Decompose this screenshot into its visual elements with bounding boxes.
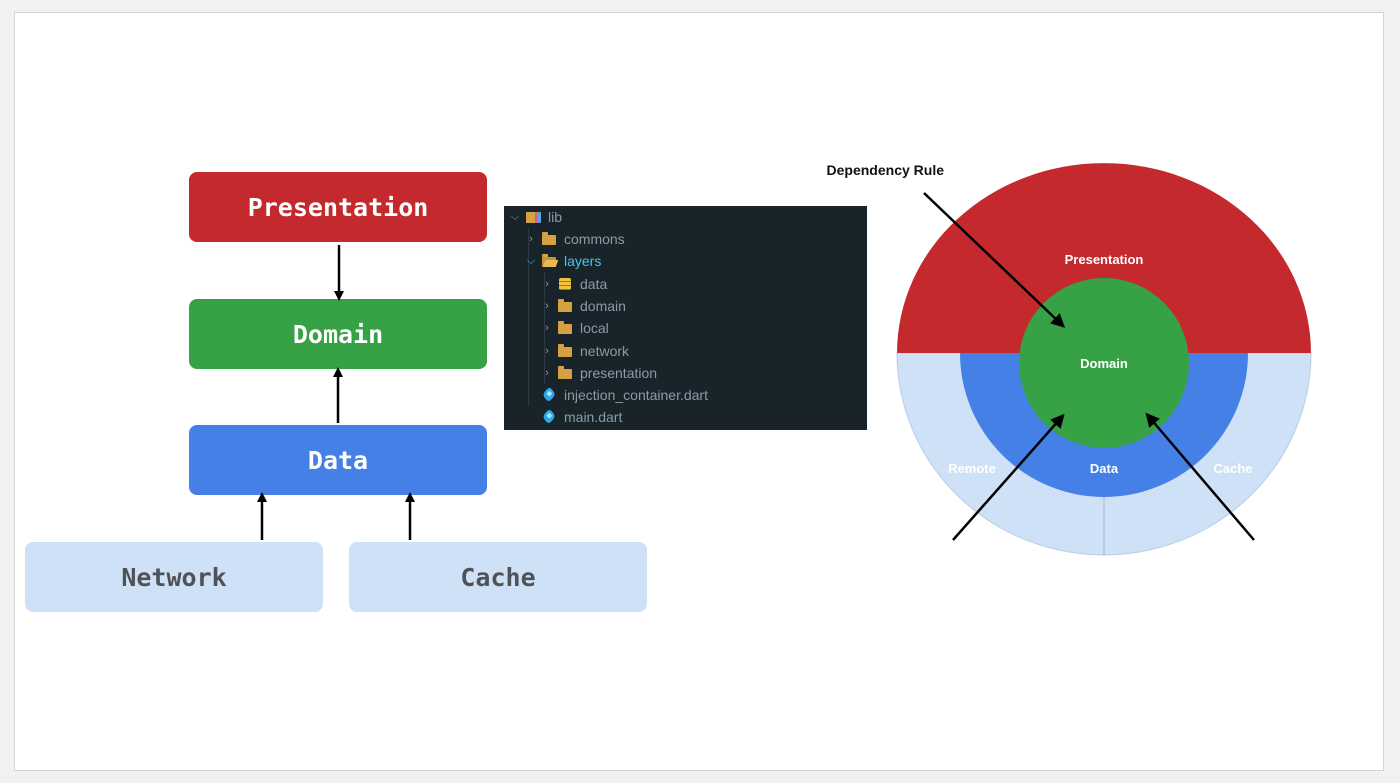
network-layer-box: Network [25,542,323,612]
tree-item-label: presentation [580,365,658,381]
onion-data-label: Data [1090,461,1119,476]
project-file-tree: ⌵ lib › commons ⌵ layers › data › domain… [504,206,867,430]
tree-item-data[interactable]: › data [504,273,903,295]
folder-icon [558,366,574,379]
chevron-right-icon: › [545,278,549,290]
cache-layer-label: Cache [460,562,536,592]
tree-item-label: local [580,320,609,336]
database-folder-icon [558,278,574,290]
chevron-right-icon: › [545,322,549,334]
cache-layer-box: Cache [349,542,647,612]
folder-icon [558,321,574,334]
presentation-layer-box: Presentation [189,172,487,242]
tree-item-network[interactable]: › network [504,340,903,362]
tree-item-lib[interactable]: ⌵ lib [504,206,871,228]
tree-item-commons[interactable]: › commons [504,228,887,250]
network-layer-label: Network [121,562,227,592]
folder-icon [558,344,574,357]
chevron-right-icon: › [529,233,533,245]
tree-item-label: commons [564,231,625,247]
tree-item-label: network [580,343,630,359]
domain-layer-label: Domain [292,319,384,349]
tree-item-local[interactable]: › local [504,317,903,339]
tree-item-label: domain [580,298,626,314]
chevron-down-icon: ⌵ [510,210,520,223]
chevron-right-icon: › [545,300,549,312]
dependency-arrow-bottom-right [1145,412,1255,541]
tree-item-domain[interactable]: › domain [504,295,903,317]
tree-item-layers[interactable]: ⌵ layers [504,250,887,272]
tree-item-label: lib [548,209,563,225]
presentation-layer-label: Presentation [247,192,429,222]
onion-cache-label: Cache [1213,461,1252,476]
chevron-down-icon: ⌵ [526,254,536,267]
dependency-rule-label: Dependency Rule [826,162,944,178]
dependency-arrow-top [923,192,1066,328]
tree-item-injection-container[interactable]: injection_container.dart [504,384,901,406]
lib-folder-icon [526,211,542,223]
folder-icon [542,232,558,245]
tree-guide-line [528,228,529,406]
tree-item-label: main.dart [564,409,623,425]
tree-item-main[interactable]: main.dart [504,406,901,428]
onion-remote-label: Remote [948,461,996,476]
chevron-right-icon: › [545,367,549,379]
tree-item-label: layers [564,253,602,269]
onion-domain-label: Domain [1080,356,1128,371]
data-layer-box: Data [189,425,487,495]
folder-icon [558,299,574,312]
domain-layer-box: Domain [189,299,487,369]
onion-presentation-label: Presentation [1065,252,1144,267]
presentation-ring [897,163,1311,353]
tree-guide-line [544,272,545,384]
folder-open-icon [542,254,558,267]
tree-item-label: injection_container.dart [564,387,708,403]
data-layer-label: Data [307,445,369,475]
dependency-arrow-bottom-left [952,413,1065,541]
tree-item-presentation[interactable]: › presentation [504,362,903,384]
tree-item-label: data [580,276,608,292]
chevron-right-icon: › [545,345,549,357]
